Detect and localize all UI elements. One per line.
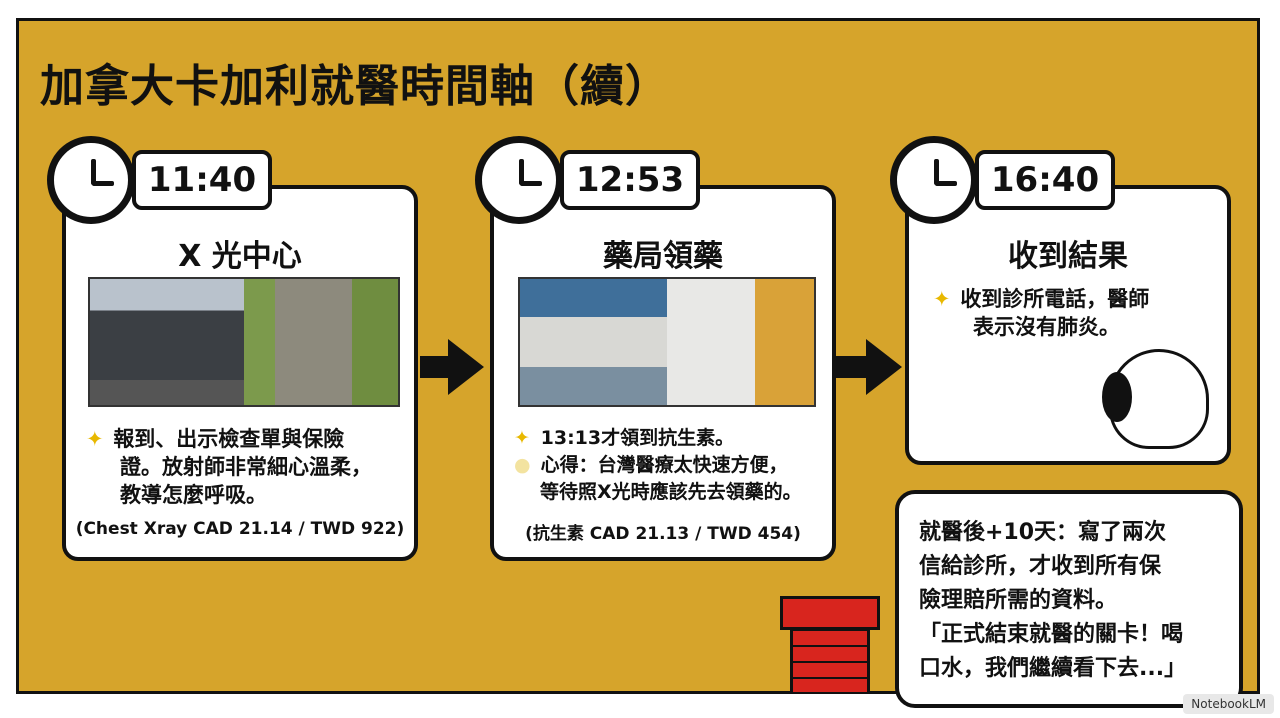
step-text: 證。放射師非常細心溫柔， bbox=[120, 455, 372, 479]
notebooklm-watermark: NotebookLM bbox=[1183, 694, 1274, 714]
xray-photo bbox=[88, 277, 400, 407]
step-card-pharmacy: 藥局領藥 ✦ 13:13才領到抗生素。 ● 心得：台灣醫療太快速方便， 等待照X… bbox=[490, 185, 836, 561]
step-text: 報到、出示檢查單與保險 bbox=[113, 427, 345, 451]
step-title: 收到結果 bbox=[1008, 239, 1128, 274]
bubble-text: 險理賠所需的資料。 bbox=[919, 588, 1118, 613]
step-card-xray: X 光中心 ✦ 報到、出示檢查單與保險 證。放射師非常細心溫柔， 教導怎麼呼吸。… bbox=[62, 185, 418, 561]
step-cost: (Chest Xray CAD 21.14 / TWD 922) bbox=[75, 519, 405, 539]
step-text: 教導怎麼呼吸。 bbox=[120, 483, 267, 507]
clock-icon bbox=[475, 136, 563, 224]
arrow-icon bbox=[420, 356, 450, 378]
arrow-icon bbox=[448, 339, 484, 395]
step-text: 等待照X光時應該先去領藥的。 bbox=[540, 481, 802, 503]
clock-icon bbox=[47, 136, 135, 224]
bubble-text: 就醫後+10天：寫了兩次 bbox=[919, 520, 1167, 545]
arrow-icon bbox=[866, 339, 902, 395]
step-text: 收到診所電話，醫師 bbox=[960, 287, 1150, 311]
bubble-text: 信給診所，才收到所有保 bbox=[919, 554, 1162, 579]
step-time: 12:53 bbox=[560, 150, 700, 210]
bubble-text: 口水，我們繼續看下去...」 bbox=[919, 656, 1187, 681]
lightbulb-icon: ● bbox=[514, 454, 531, 476]
step-text: 13:13才領到抗生素。 bbox=[540, 427, 735, 449]
step-card-result: 收到結果 ✦ 收到診所電話，醫師 表示沒有肺炎。 bbox=[905, 185, 1231, 465]
woodstock-icon: ✦ bbox=[86, 427, 104, 451]
step-text: 表示沒有肺炎。 bbox=[973, 315, 1120, 339]
clock-icon bbox=[890, 136, 978, 224]
step-time: 16:40 bbox=[975, 150, 1115, 210]
step-title: X 光中心 bbox=[178, 239, 302, 274]
bubble-text: 「正式結束就醫的關卡！喝 bbox=[919, 622, 1184, 647]
pharmacy-photo bbox=[518, 277, 816, 407]
speech-bubble: 就醫後+10天：寫了兩次 信給診所，才收到所有保 險理賠所需的資料。 「正式結束… bbox=[895, 490, 1243, 708]
snoopy-phone-illustration bbox=[1102, 349, 1209, 449]
doghouse-illustration bbox=[780, 596, 880, 692]
step-title: 藥局領藥 bbox=[603, 239, 723, 274]
woodstock-icon: ✦ bbox=[514, 427, 530, 449]
slide-title: 加拿大卡加利就醫時間軸（續） bbox=[40, 61, 670, 112]
arrow-icon bbox=[836, 356, 870, 378]
step-cost: (抗生素 CAD 21.13 / TWD 454) bbox=[525, 524, 801, 544]
woodstock-icon: ✦ bbox=[933, 287, 951, 311]
step-text: 心得：台灣醫療太快速方便， bbox=[540, 454, 788, 476]
step-time: 11:40 bbox=[132, 150, 272, 210]
